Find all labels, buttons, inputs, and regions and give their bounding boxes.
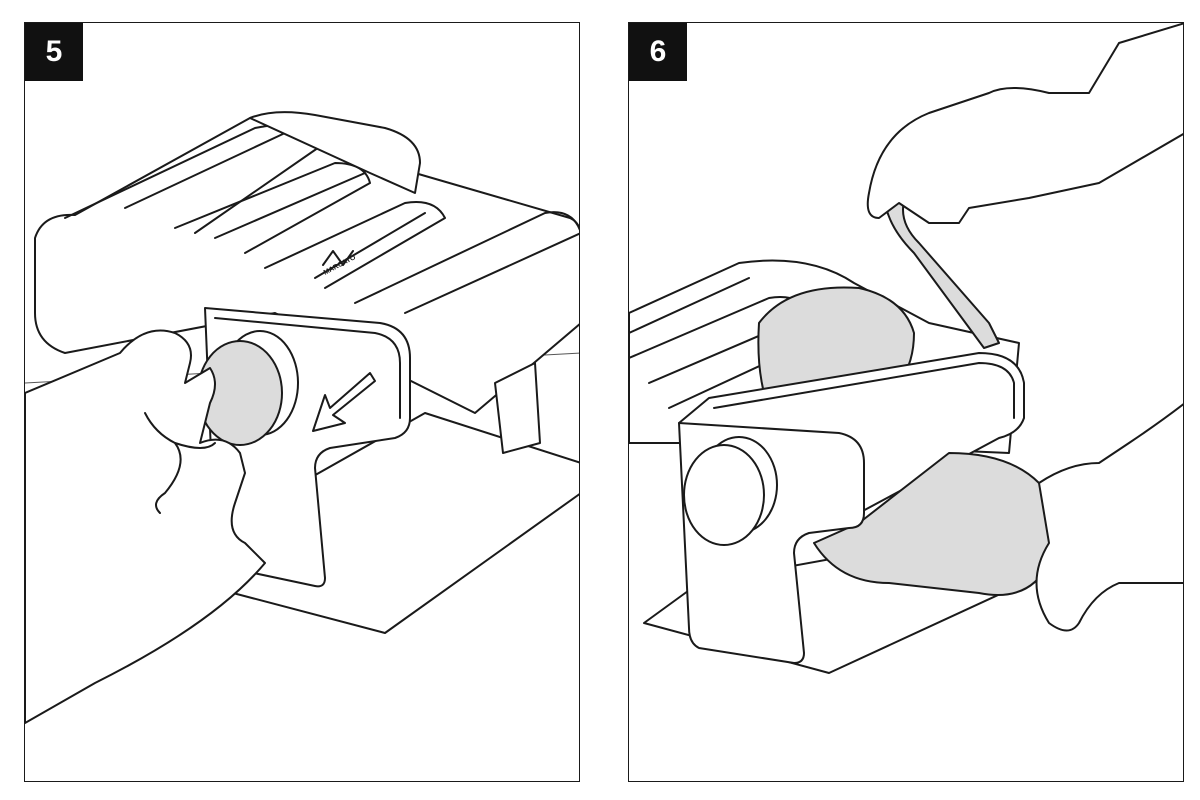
hand: [25, 329, 266, 724]
direction-arrow: [312, 372, 376, 432]
step-5-illustration: MARCATO: [25, 111, 579, 724]
step-number-badge: 5: [25, 23, 83, 81]
adjustment-knob: [197, 330, 299, 446]
hand-top: [866, 23, 1183, 224]
adjustment-knob: [683, 436, 778, 546]
top-handle: [249, 111, 421, 194]
hand-right: [1035, 403, 1183, 632]
machine-leg: [494, 362, 541, 454]
step-6-panel: 6: [628, 22, 1184, 782]
step-number-badge: 6: [629, 23, 687, 81]
roller-top: [354, 211, 579, 304]
step-6-illustration: [629, 23, 1183, 674]
step-5-panel: 5 MARCATO: [24, 22, 580, 782]
